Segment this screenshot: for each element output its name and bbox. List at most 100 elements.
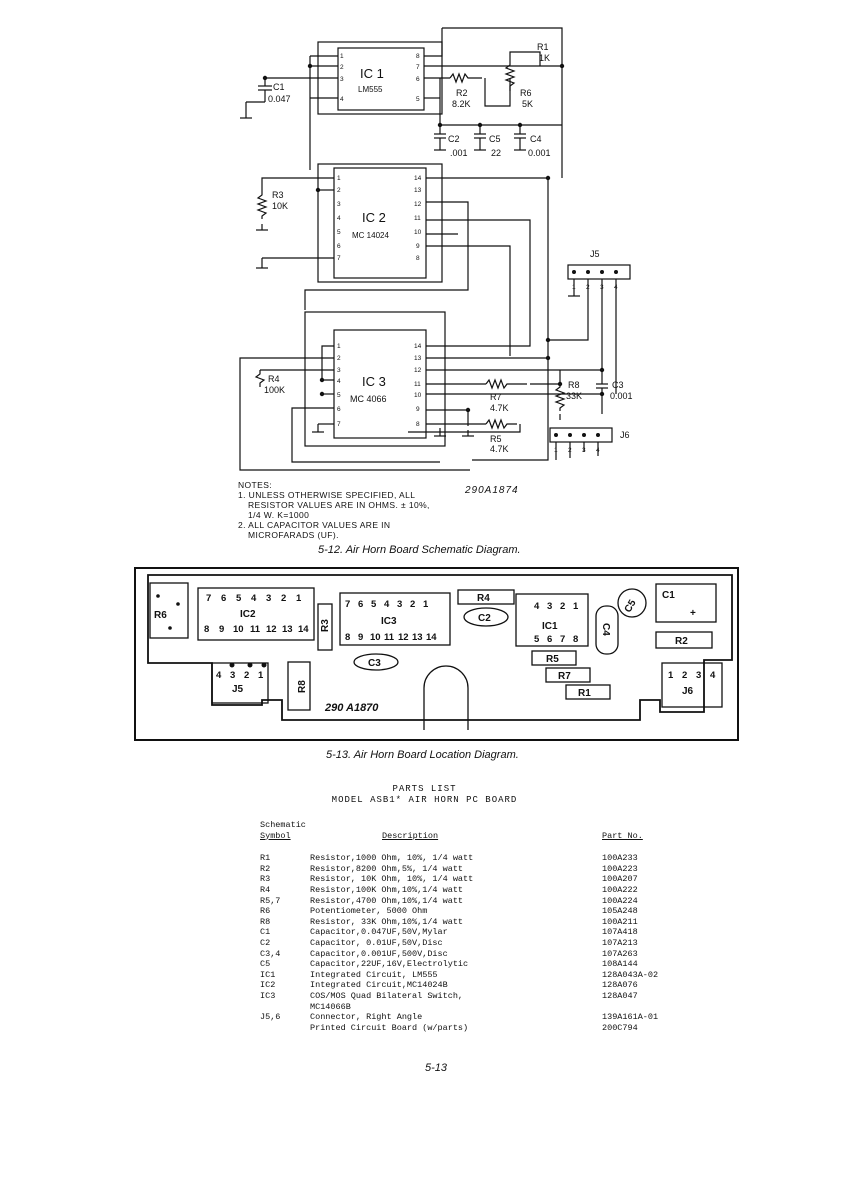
svg-text:3: 3 bbox=[696, 670, 701, 681]
board-c3-label: C3 bbox=[368, 658, 381, 669]
svg-text:10: 10 bbox=[414, 229, 422, 236]
board-ic1 bbox=[515, 593, 589, 647]
board-c2-label: C2 bbox=[478, 613, 491, 624]
board-c4 bbox=[595, 605, 619, 655]
svg-text:3: 3 bbox=[547, 601, 552, 612]
svg-text:6: 6 bbox=[221, 593, 226, 604]
svg-text:4: 4 bbox=[596, 447, 600, 454]
parts-number: 139A161A-01 bbox=[602, 1012, 659, 1023]
parts-symbol: R2 bbox=[260, 863, 271, 874]
svg-text:3: 3 bbox=[582, 447, 586, 454]
parts-row: R1 Resistor,1000 Ohm, 10%, 1/4 watt 100A23… bbox=[260, 853, 658, 864]
svg-text:2: 2 bbox=[337, 187, 341, 194]
parts-description: Capacitor,0.001UF,500V,Disc bbox=[310, 948, 448, 959]
board-r5-label: R5 bbox=[546, 654, 559, 665]
svg-text:6: 6 bbox=[358, 599, 363, 610]
svg-text:11: 11 bbox=[384, 632, 395, 643]
svg-text:14: 14 bbox=[426, 632, 437, 643]
parts-description: Resistor,1000 Ohm, 10%, 1/4 watt bbox=[310, 853, 474, 864]
c1-label: C1 bbox=[273, 82, 285, 92]
svg-text:7: 7 bbox=[345, 599, 350, 610]
svg-text:14: 14 bbox=[414, 175, 422, 182]
ic3-outer bbox=[304, 311, 446, 447]
r8-label: R8 bbox=[568, 380, 580, 390]
svg-text:1: 1 bbox=[573, 601, 579, 612]
parts-description: Connector, Right Angle bbox=[310, 1012, 423, 1023]
parts-symbol: C2 bbox=[260, 937, 271, 948]
board-ic3 bbox=[339, 592, 451, 646]
board-j5 bbox=[211, 662, 269, 704]
r3-label: R3 bbox=[272, 190, 284, 200]
ic1-part: LM555 bbox=[358, 85, 383, 94]
svg-text:5: 5 bbox=[337, 392, 341, 399]
parts-number: 128A076 bbox=[602, 980, 638, 991]
notes-line: 1/4 W. K=1000 bbox=[248, 510, 310, 520]
svg-text:11: 11 bbox=[250, 624, 261, 635]
r2-value: 8.2K bbox=[452, 99, 471, 109]
svg-text:1: 1 bbox=[572, 284, 576, 291]
parts-row: MC14066B bbox=[260, 1002, 658, 1013]
r4-label: R4 bbox=[268, 374, 280, 384]
parts-description: Resistor, 33K Ohm,10%,1/4 watt bbox=[310, 916, 464, 927]
svg-text:4: 4 bbox=[384, 599, 390, 610]
svg-text:6: 6 bbox=[337, 243, 341, 250]
parts-description: Integrated Circuit, LM555 bbox=[310, 969, 438, 980]
c4-label: C4 bbox=[530, 134, 542, 144]
board-location-diagram: R6 IC2 IC3 R4 C2 IC1 C5 C4 C1 + R2 R3 C3… bbox=[134, 567, 739, 741]
notes-line: 2. ALL CAPACITOR VALUES ARE IN bbox=[238, 520, 391, 530]
parts-list-table: Schematic Symbol Description Part No. R1… bbox=[260, 820, 658, 1033]
parts-list-subtitle: MODEL ASB1* AIR HORN PC BOARD bbox=[331, 795, 518, 805]
board-j5-label: J5 bbox=[232, 684, 244, 695]
svg-text:8: 8 bbox=[416, 421, 420, 428]
parts-number: 100A223 bbox=[602, 863, 638, 874]
board-c5 bbox=[617, 588, 647, 618]
svg-text:7: 7 bbox=[337, 255, 341, 262]
c4-value: 0.001 bbox=[528, 148, 551, 158]
parts-symbol: C3,4 bbox=[260, 948, 281, 959]
svg-text:2: 2 bbox=[586, 284, 590, 291]
parts-symbol: R8 bbox=[260, 916, 271, 927]
page-number: 5-13 bbox=[425, 1062, 448, 1074]
parts-description: Resistor,100K Ohm,10%,1/4 watt bbox=[310, 884, 464, 895]
ic1-body bbox=[337, 47, 425, 111]
parts-symbol: R4 bbox=[260, 884, 271, 895]
svg-text:4: 4 bbox=[216, 670, 222, 681]
board-r4 bbox=[457, 589, 515, 605]
svg-text:1: 1 bbox=[340, 53, 344, 60]
svg-text:10: 10 bbox=[414, 392, 422, 399]
header-description: Description bbox=[382, 830, 439, 841]
svg-text:4: 4 bbox=[337, 215, 341, 222]
parts-number: 100A233 bbox=[602, 853, 638, 864]
parts-number: 108A144 bbox=[602, 959, 638, 970]
svg-text:13: 13 bbox=[414, 355, 422, 362]
parts-description: Resistor,8200 Ohm,5%, 1/4 watt bbox=[310, 863, 464, 874]
parts-number: 128A043A-02 bbox=[602, 969, 659, 980]
ic1-ref: IC 1 bbox=[360, 66, 384, 81]
schematic-notes: NOTES: 1. UNLESS OTHERWISE SPECIFIED, AL… bbox=[238, 480, 430, 540]
board-ic1-label: IC1 bbox=[542, 621, 558, 632]
j6-connector bbox=[549, 427, 613, 443]
board-c5-label: C5 bbox=[623, 598, 639, 615]
parts-symbol bbox=[260, 1002, 310, 1013]
notes-line: MICROFARADS (UF). bbox=[248, 530, 339, 540]
svg-text:8: 8 bbox=[573, 634, 578, 645]
parts-description: Resistor, 10K Ohm, 10%, 1/4 watt bbox=[310, 874, 474, 885]
svg-text:3: 3 bbox=[397, 599, 402, 610]
r7-label: R7 bbox=[490, 392, 502, 402]
svg-text:2: 2 bbox=[340, 64, 344, 71]
c5-value: 22 bbox=[491, 148, 501, 158]
svg-text:3: 3 bbox=[337, 367, 341, 374]
board-c1 bbox=[655, 583, 717, 623]
parts-number: 107A263 bbox=[602, 948, 638, 959]
svg-text:4: 4 bbox=[614, 284, 618, 291]
parts-list-header: Schematic Symbol Description Part No. bbox=[260, 820, 658, 853]
board-r1 bbox=[565, 684, 611, 700]
parts-symbol: IC1 bbox=[260, 969, 276, 980]
board-r2-label: R2 bbox=[675, 636, 688, 647]
board-r4-label: R4 bbox=[477, 593, 490, 604]
parts-symbol: R1 bbox=[260, 853, 271, 864]
